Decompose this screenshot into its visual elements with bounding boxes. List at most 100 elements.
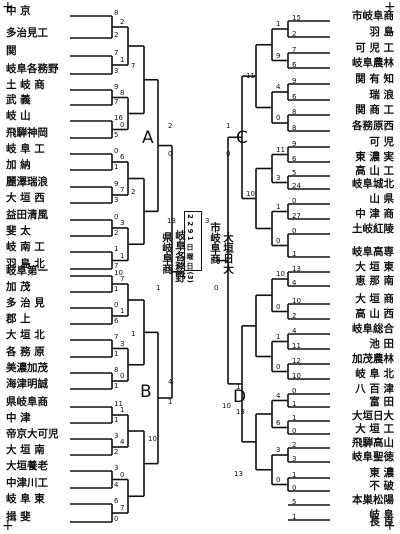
score-semifinal-left: 1 [156,284,161,292]
team-right: 中 津 商 [355,208,394,220]
score-right-r2: 0 [276,114,281,122]
team-left: 帝京大可児 [6,428,59,440]
team-right: 岐阜城北 [352,178,394,190]
score-left-r2: 3 [120,219,125,227]
score-right: 4 [292,327,297,335]
team-right: 岐阜農林 [352,57,394,69]
score-right: 2 [292,312,297,320]
score-right: 7 [292,46,297,54]
score-quarter: 2 [131,188,136,196]
team-left: 大 垣 北 [6,329,45,341]
score-right: 0 [292,197,297,205]
team-right: 池 田 [369,338,394,350]
team-left: 関 [6,45,17,57]
score-right-r2: 1 [276,332,281,341]
score-right-r2: 4 [276,83,281,91]
team-right: 各務原西 [352,120,394,132]
score-quarter: 10 [222,402,231,410]
corner-mark: + [2,0,14,15]
final-date-text: 2 2 9 1 日 曜 日 (3) [186,214,194,283]
score-right: 6 [292,155,297,163]
score-right: 2 [292,441,297,449]
score-quarter: 10 [246,190,255,198]
score-right: 9 [292,77,297,85]
score-right-r2: 11 [276,145,285,154]
score-left: 5 [114,131,119,139]
team-right: 大垣日大 [352,410,394,422]
team-left: 岐阜第一 [6,265,48,277]
score-right-r2: 0 [276,475,281,484]
score-left-r2: 1 [120,307,125,315]
score-right: 8 [292,124,297,132]
team-right: 関 有 知 [355,73,394,85]
score-right: 4 [292,279,297,287]
score-right-r2: 3 [276,173,281,182]
score-left-r2: 0 [120,470,125,479]
score-right: 0 [292,227,297,235]
team-left: 各 務 原 [6,346,45,358]
score-left: 9 [114,180,119,188]
score-left: 7 [114,333,119,341]
score-left: 10 [114,269,123,277]
score-right-r2: 3 [276,446,281,454]
score-right: 13 [292,265,301,273]
score-quarter: 10 [148,435,157,443]
score-left: 11 [114,400,123,408]
final-date-box [184,211,202,271]
team-right: 高 山 西 [355,308,394,320]
team-left: 県岐阜商 [6,396,48,408]
score-left: 9 [114,83,119,91]
score-right: 1 [292,250,297,258]
team-right: 可 児 [369,136,394,148]
score-right: 11 [292,342,301,350]
score-right: 9 [292,140,297,148]
score-left: 8 [114,366,119,374]
score-right: 5 [292,169,297,177]
team-right: 東 濃 実 [355,151,394,163]
score-right-r2: 0 [276,362,281,371]
block-label-a: A [142,128,154,148]
center-col-2: 大垣日大 [222,232,234,274]
team-left: 揖 斐 [6,511,31,523]
team-left: 加 茂 [6,281,31,293]
score-left: 1 [114,163,119,171]
score-quarter: 2 [168,122,173,130]
team-left: 加 納 [6,159,31,171]
team-left: 麗澤瑞浪 [6,176,48,188]
score-left: 0 [114,213,119,221]
block-label-b: B [140,382,152,402]
score-right-r2: 10 [276,270,285,278]
score-left-r2: 8 [120,88,125,97]
corner-mark: + [384,0,396,15]
team-right: 大 垣 商 [355,293,394,305]
score-left-r2: 0 [120,120,125,129]
score-left: 8 [114,9,119,17]
team-right: 市岐阜商 [352,10,394,22]
score-right: 5 [292,498,297,506]
team-right: 岐阜総合 [352,323,394,335]
score-quarter: 7 [131,62,136,70]
score-left: 1 [114,245,119,253]
score-left: 0 [114,515,119,523]
score-right: 10 [292,372,301,380]
team-right: 瑞 浪 [369,89,394,101]
team-left: 益田清風 [6,209,48,221]
center-col-3: 岐阜各務野 [174,230,186,283]
score-right: 6 [292,61,297,69]
score-left-r2: 7 [120,275,125,283]
score-left: 3 [114,464,119,472]
score-left-r2: 1 [120,251,125,260]
score-right: 8 [292,108,297,116]
final-right-score: 3 [205,217,210,225]
team-right: 大 垣 工 [355,423,394,435]
score-right: 0 [292,427,297,435]
score-left: 7 [114,262,119,270]
team-left: 中 京 [6,5,31,17]
score-quarter: 13 [236,408,245,416]
team-right: 八 百 津 [355,383,394,395]
score-semifinal-right: 0 [214,284,219,292]
score-left-r2: 3 [120,339,125,348]
team-left: 海津明誠 [6,378,48,390]
score-right: 2 [292,30,297,38]
